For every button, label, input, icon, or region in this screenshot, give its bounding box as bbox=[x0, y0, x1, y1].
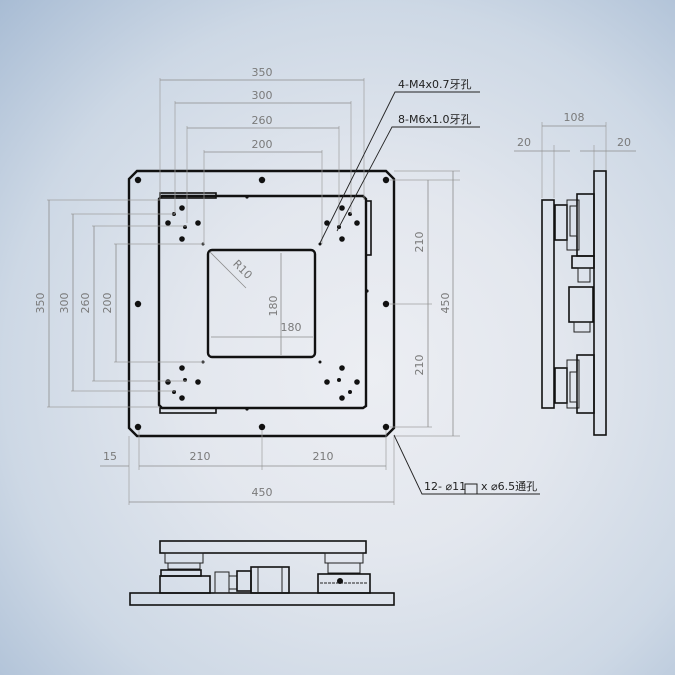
hole-cluster-tl bbox=[165, 205, 205, 246]
slot-right bbox=[365, 200, 372, 256]
top-dimensions bbox=[159, 78, 365, 244]
dim-window-radius: R10 bbox=[230, 257, 254, 281]
callout-through-hole-suffix: x ⌀6.5通孔 bbox=[481, 480, 537, 493]
dim-left-200: 200 bbox=[101, 293, 114, 314]
dim-top-200: 200 bbox=[252, 138, 273, 151]
right-dimensions bbox=[390, 170, 460, 437]
callout-m4-thread: 4-M4x0.7牙孔 bbox=[398, 78, 471, 91]
dim-side-20-left: 20 bbox=[517, 136, 531, 149]
dim-right-210-lower: 210 bbox=[413, 355, 426, 376]
dim-top-300: 300 bbox=[252, 89, 273, 102]
dim-window-width: 180 bbox=[281, 321, 302, 334]
top-view: 350 300 260 200 350 300 260 200 bbox=[34, 66, 540, 505]
dim-top-350: 350 bbox=[252, 66, 273, 79]
window-dimensions bbox=[209, 251, 313, 355]
callout-m6-thread: 8-M6x1.0牙孔 bbox=[398, 113, 471, 126]
base-plate-outline bbox=[127, 169, 396, 438]
side-view: 108 20 20 bbox=[514, 111, 636, 436]
dim-left-260: 260 bbox=[79, 293, 92, 314]
left-dimensions bbox=[47, 199, 204, 408]
dim-left-300: 300 bbox=[58, 293, 71, 314]
dim-right-450: 450 bbox=[439, 293, 452, 314]
dim-bottom-210-left: 210 bbox=[190, 450, 211, 463]
through-holes bbox=[134, 176, 390, 431]
dim-bottom-210-right: 210 bbox=[313, 450, 334, 463]
top-plate-outline bbox=[157, 194, 368, 410]
callout-through-hole-prefix: 12- ⌀11 bbox=[424, 480, 466, 493]
dim-bottom-450: 450 bbox=[252, 486, 273, 499]
bottom-dimensions bbox=[100, 430, 395, 505]
callout-leaders bbox=[319, 91, 540, 495]
center-window bbox=[206, 248, 317, 359]
dim-left-350: 350 bbox=[34, 293, 47, 314]
hole-cluster-br bbox=[318, 360, 360, 401]
dim-bottom-15: 15 bbox=[103, 450, 117, 463]
dim-side-20-right: 20 bbox=[617, 136, 631, 149]
dim-side-108: 108 bbox=[564, 111, 585, 124]
dim-top-260: 260 bbox=[252, 114, 273, 127]
front-view bbox=[129, 540, 395, 606]
dim-right-210-upper: 210 bbox=[413, 232, 426, 253]
slot-bottom-left bbox=[159, 407, 217, 414]
dim-window-height: 180 bbox=[267, 296, 280, 317]
